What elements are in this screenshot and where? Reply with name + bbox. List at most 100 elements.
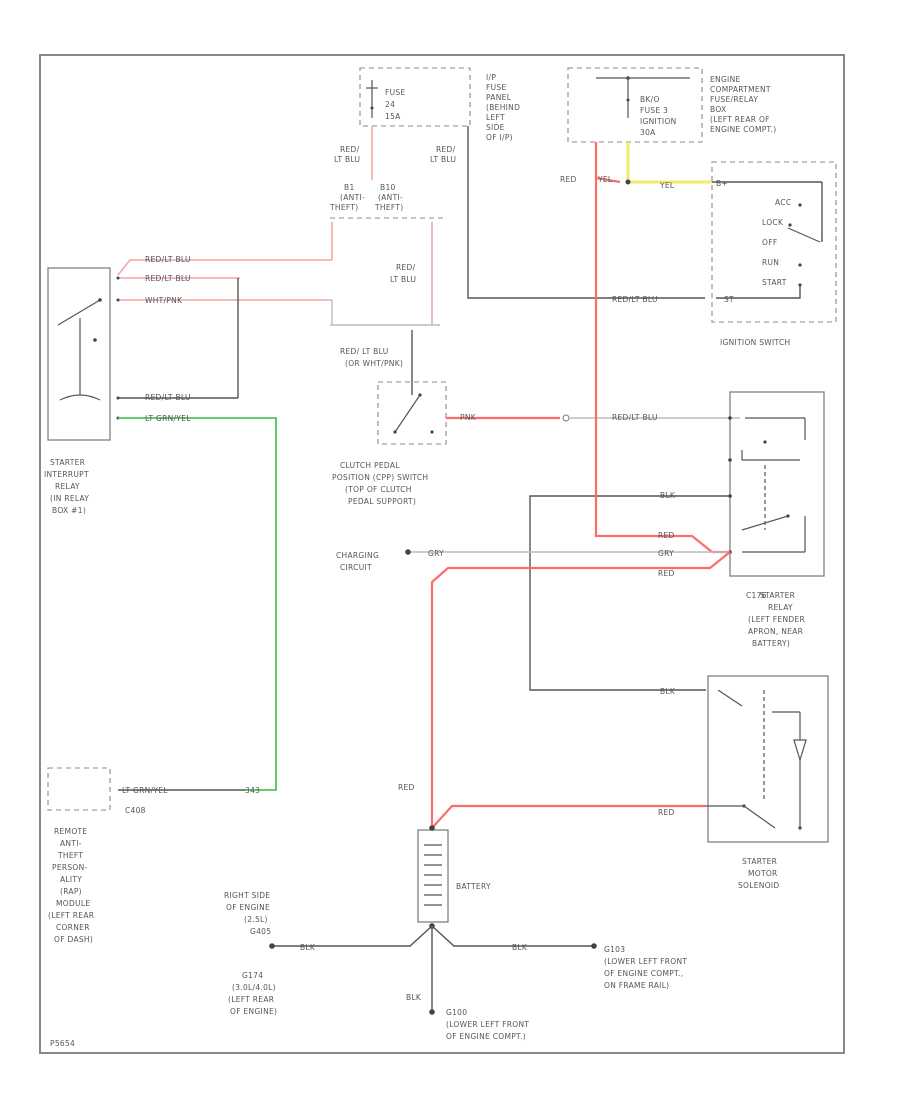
svg-text:IGNITION: IGNITION	[640, 117, 677, 126]
svg-text:FUSE: FUSE	[486, 83, 507, 92]
svg-text:BOX: BOX	[710, 105, 726, 114]
svg-text:RED: RED	[398, 783, 415, 792]
svg-text:REMOTE: REMOTE	[54, 827, 87, 836]
svg-text:RED: RED	[658, 808, 675, 817]
svg-text:INTERRUPT: INTERRUPT	[44, 470, 89, 479]
svg-text:(LEFT REAR: (LEFT REAR	[228, 995, 274, 1004]
svg-text:OF DASH): OF DASH)	[54, 935, 93, 944]
starter-interrupt-relay: STARTER INTERRUPT RELAY (IN RELAY BOX #1…	[44, 267, 120, 515]
svg-text:ACC: ACC	[775, 198, 791, 207]
svg-text:ENGINE COMPT.): ENGINE COMPT.)	[710, 125, 776, 134]
svg-text:THEFT: THEFT	[57, 851, 83, 860]
svg-text:RELAY: RELAY	[55, 482, 80, 491]
svg-text:RED/LT BLU: RED/LT BLU	[145, 255, 191, 264]
svg-text:(LEFT REAR OF: (LEFT REAR OF	[710, 115, 770, 124]
svg-text:GRY: GRY	[658, 549, 674, 558]
svg-text:LT BLU: LT BLU	[430, 155, 456, 164]
svg-text:LT GRN/YEL: LT GRN/YEL	[145, 414, 191, 423]
svg-text:APRON, NEAR: APRON, NEAR	[748, 627, 803, 636]
svg-text:SOLENOID: SOLENOID	[738, 881, 779, 890]
svg-text:BLK: BLK	[512, 943, 528, 952]
svg-text:(LEFT REAR: (LEFT REAR	[48, 911, 94, 920]
svg-text:LEFT: LEFT	[486, 113, 505, 122]
svg-text:ENGINE: ENGINE	[710, 75, 741, 84]
svg-text:RED/LT BLU: RED/LT BLU	[612, 413, 658, 422]
wire-red-lt-blu-top	[117, 259, 332, 276]
svg-text:RIGHT SIDE: RIGHT SIDE	[224, 891, 270, 900]
svg-text:B+: B+	[716, 179, 728, 188]
svg-text:OF ENGINE): OF ENGINE)	[230, 1007, 277, 1016]
wire-lt-grn-yel	[118, 417, 277, 791]
svg-text:ON FRAME RAIL): ON FRAME RAIL)	[604, 981, 669, 990]
svg-text:(LOWER LEFT FRONT: (LOWER LEFT FRONT	[446, 1020, 529, 1029]
svg-text:SIDE: SIDE	[486, 123, 505, 132]
svg-text:COMPARTMENT: COMPARTMENT	[710, 85, 771, 94]
svg-text:PANEL: PANEL	[486, 93, 512, 102]
ground-g103: G103 (LOWER LEFT FRONT OF ENGINE COMPT.,…	[604, 945, 687, 990]
engine-box-label: ENGINE COMPARTMENT FUSE/RELAY BOX (LEFT …	[710, 75, 776, 134]
svg-text:PERSON-: PERSON-	[52, 863, 88, 872]
svg-text:15A: 15A	[385, 112, 401, 121]
svg-text:ANTI-: ANTI-	[60, 839, 82, 848]
svg-text:G174: G174	[242, 971, 263, 980]
svg-text:(LEFT FENDER: (LEFT FENDER	[748, 615, 805, 624]
svg-text:BATTERY: BATTERY	[456, 882, 491, 891]
svg-text:BLK: BLK	[660, 491, 676, 500]
svg-text:FUSE/RELAY: FUSE/RELAY	[710, 95, 758, 104]
svg-text:(TOP OF CLUTCH: (TOP OF CLUTCH	[345, 485, 412, 494]
svg-text:PNK: PNK	[460, 413, 477, 422]
svg-text:30A: 30A	[640, 128, 656, 137]
svg-text:RED: RED	[658, 569, 675, 578]
svg-text:G405: G405	[250, 927, 271, 936]
svg-text:MOTOR: MOTOR	[748, 869, 778, 878]
ground-g174: RIGHT SIDE OF ENGINE (2.5L) G405 G174 (3…	[224, 891, 277, 1016]
svg-text:B1: B1	[344, 183, 355, 192]
svg-text:OF ENGINE: OF ENGINE	[226, 903, 270, 912]
svg-text:RED/: RED/	[436, 145, 456, 154]
svg-text:RED/: RED/	[396, 263, 416, 272]
svg-text:START: START	[762, 278, 787, 287]
svg-text:LOCK: LOCK	[762, 218, 784, 227]
svg-text:(OR WHT/PNK): (OR WHT/PNK)	[345, 359, 403, 368]
svg-text:THEFT): THEFT)	[329, 203, 358, 212]
svg-text:OFF: OFF	[762, 238, 777, 247]
svg-text:BLK: BLK	[406, 993, 422, 1002]
wire-blk-ground-right	[431, 925, 592, 947]
footer-code: P5654	[50, 1039, 75, 1048]
svg-text:RED: RED	[658, 531, 675, 540]
wire-red-battery-solenoid	[431, 804, 706, 829]
battery: BATTERY	[417, 825, 491, 929]
svg-text:THEFT): THEFT)	[374, 203, 403, 212]
svg-text:C176: C176	[746, 591, 767, 600]
svg-text:(2.5L): (2.5L)	[244, 915, 268, 924]
wire-blk-ground-left	[274, 925, 433, 947]
svg-text:RED/ LT BLU: RED/ LT BLU	[340, 347, 389, 356]
svg-text:(BEHIND: (BEHIND	[486, 103, 520, 112]
svg-text:G100: G100	[446, 1008, 467, 1017]
svg-text:FUSE 3: FUSE 3	[640, 106, 668, 115]
clutch-pedal-position-switch: CLUTCH PEDAL POSITION (CPP) SWITCH (TOP …	[332, 380, 447, 506]
svg-text:OF ENGINE COMPT.): OF ENGINE COMPT.)	[446, 1032, 526, 1041]
svg-text:RED/LT BLU: RED/LT BLU	[145, 274, 191, 283]
svg-text:MODULE: MODULE	[56, 899, 90, 908]
svg-text:LT BLU: LT BLU	[334, 155, 360, 164]
svg-text:YEL: YEL	[659, 181, 675, 190]
svg-text:C408: C408	[125, 806, 146, 815]
svg-text:RED/LT BLU: RED/LT BLU	[145, 393, 191, 402]
svg-text:OF ENGINE COMPT.,: OF ENGINE COMPT.,	[604, 969, 683, 978]
starter-motor-solenoid: STARTER MOTOR SOLENOID	[706, 675, 829, 890]
svg-text:POSITION (CPP) SWITCH: POSITION (CPP) SWITCH	[332, 473, 428, 482]
svg-text:BK/O: BK/O	[640, 95, 660, 104]
svg-text:LT BLU: LT BLU	[390, 275, 416, 284]
svg-text:IGNITION SWITCH: IGNITION SWITCH	[720, 338, 790, 347]
wire-red-relay-battery	[430, 551, 731, 828]
svg-text:RUN: RUN	[762, 258, 779, 267]
svg-text:ALITY: ALITY	[60, 875, 82, 884]
svg-text:OF I/P): OF I/P)	[486, 133, 513, 142]
svg-text:STARTER: STARTER	[742, 857, 777, 866]
svg-text:PEDAL SUPPORT): PEDAL SUPPORT)	[348, 497, 416, 506]
svg-text:(IN RELAY: (IN RELAY	[50, 494, 89, 503]
svg-text:343: 343	[245, 786, 260, 795]
svg-text:(ANTI-: (ANTI-	[340, 193, 365, 202]
